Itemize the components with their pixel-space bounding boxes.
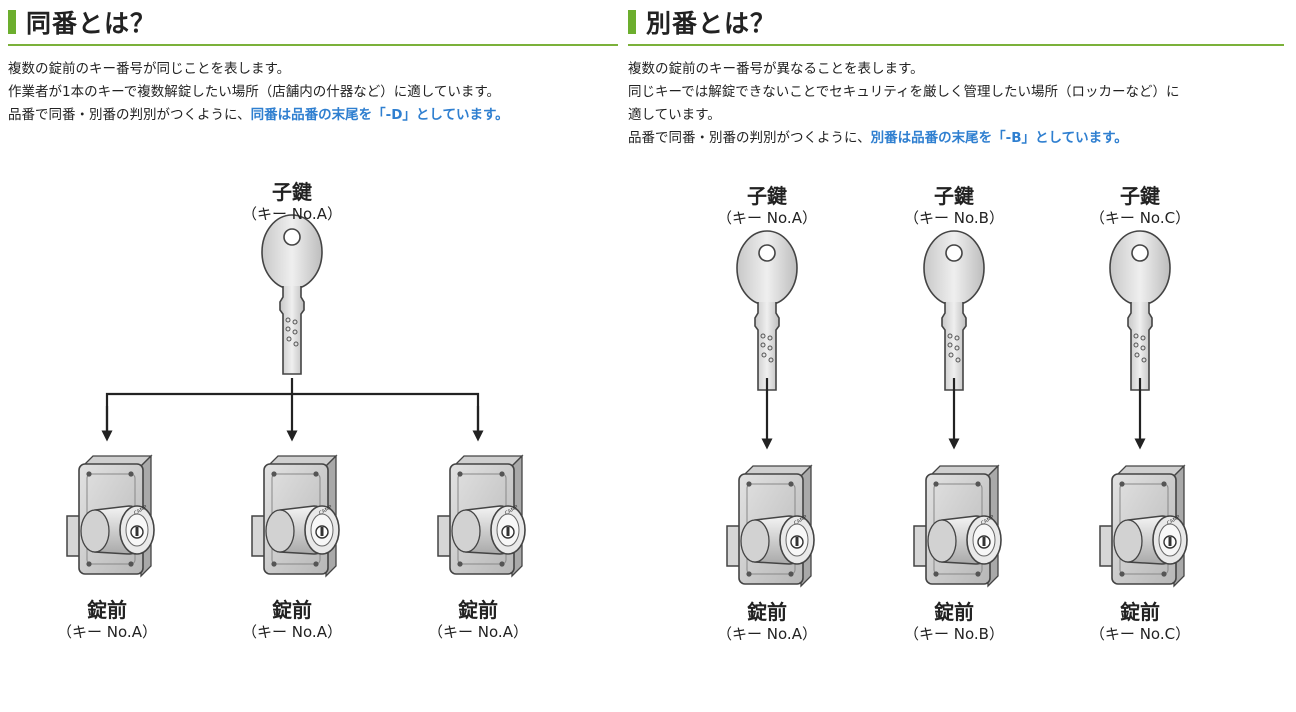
lock-label: 錠前 （キー No.A） — [408, 598, 548, 642]
desc-line: 適しています。 — [628, 107, 721, 123]
desc-line: 作業者が1本のキーで複数解錠したい場所（店舗内の什器など）に適しています。 — [8, 84, 501, 100]
key-label-main: 子鍵 — [747, 184, 787, 208]
key-label-main: 子鍵 — [934, 184, 974, 208]
lock-label-number: （キー No.C） — [1089, 625, 1191, 643]
key-label: 子鍵 （キー No.A） — [697, 184, 837, 228]
desc-line: 同じキーでは解錠できないことでセキュリティを厳しく管理したい場所（ロッカーなど）… — [628, 84, 1180, 100]
desc-note: 品番で同番・別番の判別がつくように、同番は品番の末尾を「-D」としています。 — [8, 104, 618, 127]
key-icon — [261, 214, 323, 375]
key-label-main: 子鍵 — [1120, 184, 1160, 208]
lock-label-main: 錠前 — [458, 598, 498, 622]
desc-line: 複数の錠前のキー番号が同じことを表します。 — [8, 61, 291, 77]
lock-label-main: 錠前 — [934, 600, 974, 624]
key-label-number: （キー No.A） — [242, 205, 342, 223]
heading-marker — [628, 10, 636, 34]
note-highlight: 別番は品番の末尾を「-B」としています。 — [870, 130, 1128, 146]
lock-label: 錠前 （キー No.A） — [37, 598, 177, 642]
different-key-heading: 別番とは？ — [628, 0, 1284, 46]
lock-label-number: （キー No.B） — [904, 625, 1004, 643]
lock-icon — [1099, 465, 1188, 587]
desc-note: 品番で同番・別番の判別がつくように、別番は品番の末尾を「-B」としています。 — [628, 127, 1284, 150]
lock-label-number: （キー No.A） — [717, 625, 817, 643]
same-key-heading: 同番とは？ — [8, 0, 618, 46]
note-prefix: 品番で同番・別番の判別がつくように、 — [8, 107, 251, 123]
same-key-title: 同番とは？ — [26, 9, 157, 38]
key-icon — [1109, 230, 1171, 391]
key-label-number: （キー No.C） — [1089, 209, 1191, 227]
lock-icon — [251, 455, 340, 577]
different-key-title: 別番とは？ — [646, 9, 777, 38]
lock-label-number: （キー No.A） — [242, 623, 342, 641]
different-key-panel: 別番とは？ 複数の錠前のキー番号が異なることを表します。 同じキーでは解錠できな… — [628, 0, 1284, 150]
key-label: 子鍵 （キー No.B） — [884, 184, 1024, 228]
lock-label-number: （キー No.A） — [57, 623, 157, 641]
key-icon — [923, 230, 985, 391]
key-label-number: （キー No.A） — [717, 209, 817, 227]
note-highlight: 同番は品番の末尾を「-D」としています。 — [250, 107, 509, 123]
note-prefix: 品番で同番・別番の判別がつくように、 — [628, 130, 871, 146]
lock-label: 錠前 （キー No.A） — [697, 600, 837, 644]
key-label-main: 子鍵 — [272, 180, 312, 204]
lock-label-main: 錠前 — [1120, 600, 1160, 624]
different-key-description: 複数の錠前のキー番号が異なることを表します。 同じキーでは解錠できないことでセキ… — [628, 58, 1284, 150]
lock-icon — [726, 465, 815, 587]
heading-marker — [8, 10, 16, 34]
lock-label-main: 錠前 — [87, 598, 127, 622]
desc-line: 複数の錠前のキー番号が異なることを表します。 — [628, 61, 924, 77]
key-label: 子鍵 （キー No.C） — [1070, 184, 1210, 228]
lock-label: 錠前 （キー No.A） — [222, 598, 362, 642]
lock-label: 錠前 （キー No.B） — [884, 600, 1024, 644]
lock-icon — [66, 455, 155, 577]
lock-label: 錠前 （キー No.C） — [1070, 600, 1210, 644]
lock-icon — [437, 455, 526, 577]
key-label: 子鍵 （キー No.A） — [222, 180, 362, 224]
lock-label-number: （キー No.A） — [428, 623, 528, 641]
same-key-panel: 同番とは？ 複数の錠前のキー番号が同じことを表します。 作業者が1本のキーで複数… — [8, 0, 618, 127]
lock-icon — [913, 465, 1002, 587]
key-icon — [736, 230, 798, 391]
lock-label-main: 錠前 — [272, 598, 312, 622]
lock-label-main: 錠前 — [747, 600, 787, 624]
key-label-number: （キー No.B） — [904, 209, 1004, 227]
same-key-description: 複数の錠前のキー番号が同じことを表します。 作業者が1本のキーで複数解錠したい場… — [8, 58, 618, 127]
